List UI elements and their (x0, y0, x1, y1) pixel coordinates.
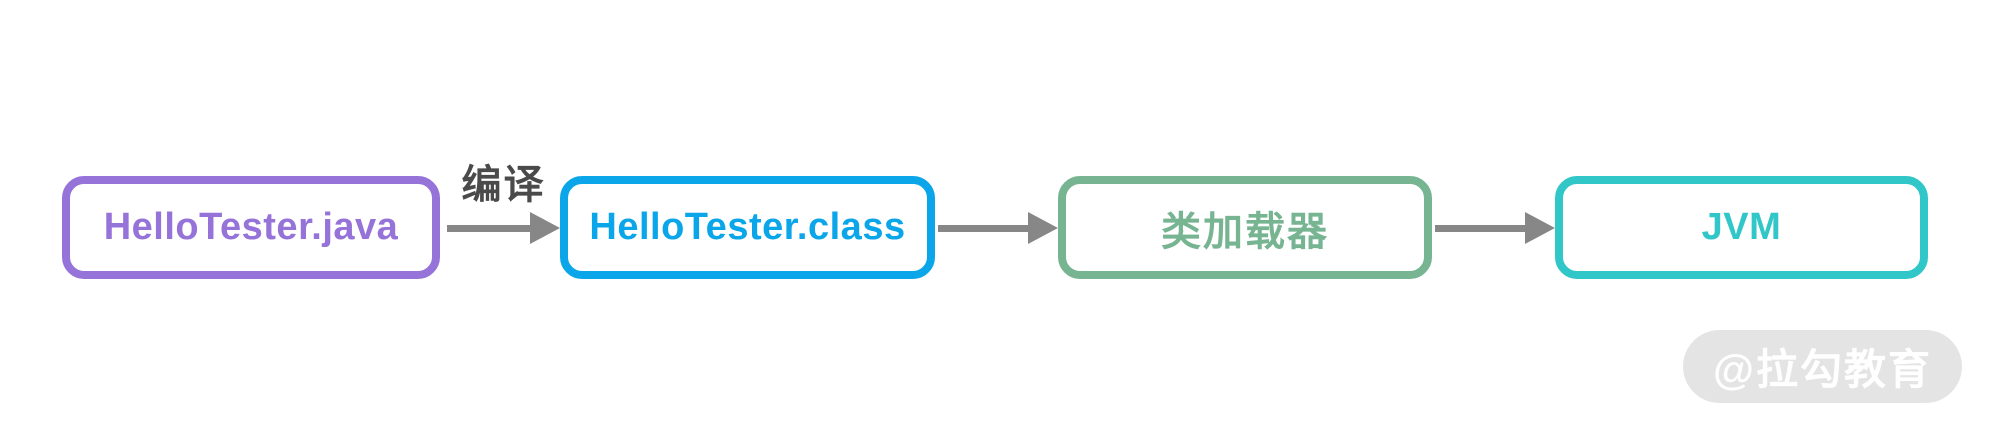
arrow-class-to-loader-head (1028, 212, 1058, 244)
node-hellotester-class: HelloTester.class (560, 176, 935, 279)
arrow-compile-shaft (447, 224, 530, 232)
arrow-class-to-loader (938, 212, 1058, 244)
node-hellotester-class-label: HelloTester.class (589, 206, 906, 248)
node-jvm: JVM (1555, 176, 1928, 279)
arrow-class-to-loader-shaft (938, 224, 1028, 232)
node-hellotester-java: HelloTester.java (62, 176, 440, 279)
arrow-loader-to-jvm-shaft (1435, 224, 1525, 232)
node-jvm-label: JVM (1701, 206, 1782, 248)
arrow-loader-to-jvm (1435, 212, 1555, 244)
node-class-loader: 类加载器 (1058, 176, 1432, 279)
node-class-loader-label: 类加载器 (1161, 209, 1329, 254)
watermark-text: @拉勾教育 (1713, 346, 1932, 393)
arrow-compile (447, 212, 560, 244)
arrow-loader-to-jvm-head (1525, 212, 1555, 244)
edge-label-compile: 编译 (461, 163, 546, 207)
node-hellotester-java-label: HelloTester.java (103, 206, 399, 248)
watermark-badge: @拉勾教育 (1683, 330, 1962, 403)
arrow-compile-head (530, 212, 560, 244)
